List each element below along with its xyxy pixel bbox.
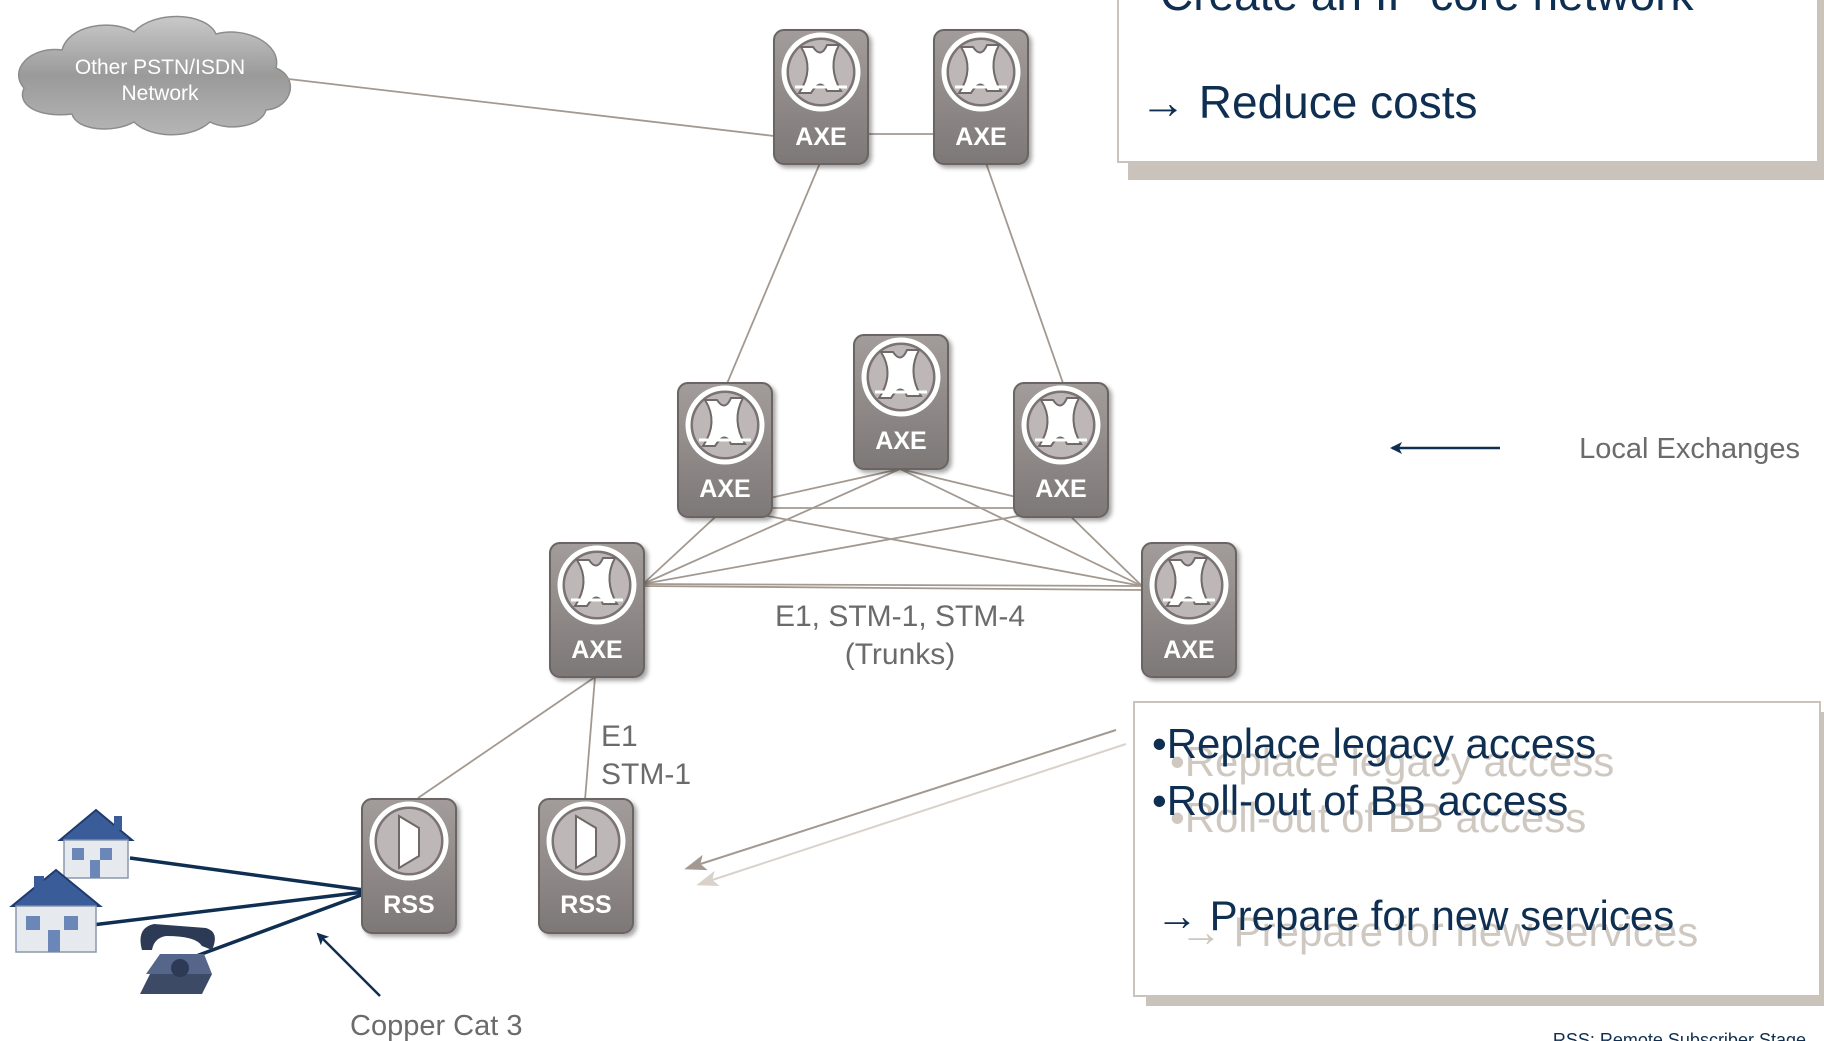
axe-label: AXE: [699, 475, 750, 503]
axe-label: AXE: [795, 123, 846, 151]
callout-bottom-conclusion-shadow: → Prepare for new services: [1180, 908, 1698, 955]
rss-node-right[interactable]: RSS: [539, 799, 633, 933]
access-label-line2: STM-1: [601, 758, 691, 791]
copper-arrow: [316, 932, 381, 997]
cloud-label-line1: Other PSTN/ISDN: [75, 56, 245, 79]
callout-bottom-bullet1: •Replace legacy access: [1152, 720, 1596, 767]
cloud-label-line2: Network: [121, 82, 199, 105]
callout-top-line2: → Reduce costs: [1140, 76, 1477, 128]
local-exchanges-pointer: Local Exchanges: [1390, 433, 1800, 465]
axe-node-local-right[interactable]: AXE: [1014, 383, 1108, 517]
house-icon: [57, 808, 135, 879]
axe-label: AXE: [875, 427, 926, 455]
footnote: RSS: Remote Subscriber Stage: [1553, 1030, 1806, 1041]
rss-label: RSS: [383, 891, 434, 919]
callout-top: Create an IP core network → Reduce costs: [1117, 0, 1824, 180]
copper-label: Copper Cat 3: [350, 1010, 523, 1041]
local-exchanges-label: Local Exchanges: [1579, 433, 1800, 465]
callout-bottom-bullet1-shadow: •Replace legacy access: [1170, 738, 1614, 785]
house-icon: [9, 868, 103, 953]
callout-bottom-conclusion: → Prepare for new services: [1156, 892, 1674, 939]
callout-top-line1: Create an IP core network: [1160, 0, 1695, 20]
callout-bottom-bullet2: •Roll-out of BB access: [1152, 777, 1568, 824]
axe-label: AXE: [571, 636, 622, 664]
callout-pointer-arrow: [684, 729, 1117, 871]
axe-label: AXE: [1035, 475, 1086, 503]
axe-label: AXE: [955, 123, 1006, 151]
subscriber-lines: [91, 856, 365, 964]
trunks-label-line1: E1, STM-1, STM-4: [775, 600, 1025, 633]
callout-pointer-arrow-shadow: [696, 743, 1127, 886]
axe-label: AXE: [1163, 636, 1214, 664]
access-label-line1: E1: [601, 720, 638, 753]
rss-node-left[interactable]: RSS: [362, 799, 456, 933]
axe-node-access-right[interactable]: AXE: [1142, 543, 1236, 677]
axe-node-local-center[interactable]: AXE: [854, 335, 948, 469]
telephone-icon: [140, 924, 215, 994]
callout-bottom: •Replace legacy access •Roll-out of BB a…: [1133, 701, 1824, 1006]
trunks-label-line2: (Trunks): [845, 638, 956, 671]
callout-bottom-bullet2-shadow: •Roll-out of BB access: [1170, 794, 1586, 841]
axe-node-access-left[interactable]: AXE: [550, 543, 644, 677]
axe-node-core-right[interactable]: AXE: [934, 30, 1028, 164]
axe-node-core-left[interactable]: AXE: [774, 30, 868, 164]
pstn-cloud: Other PSTN/ISDN Network: [17, 15, 292, 136]
rss-label: RSS: [560, 891, 611, 919]
axe-node-local-left[interactable]: AXE: [678, 383, 772, 517]
